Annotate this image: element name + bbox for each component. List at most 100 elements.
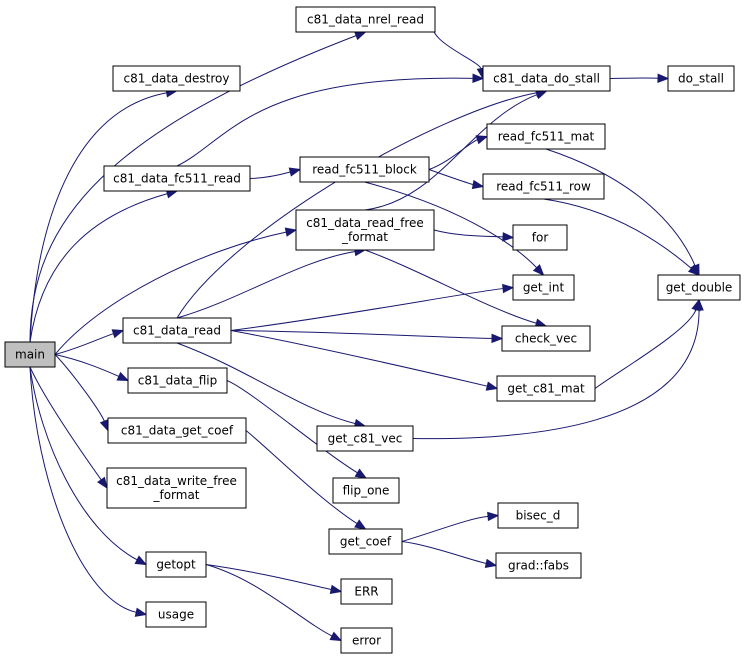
edge-line <box>545 148 696 267</box>
node-box <box>145 551 207 578</box>
node-box <box>295 209 435 251</box>
edge-get_coef_data-to-get_coef <box>245 430 367 530</box>
node-label: grad::fabs <box>508 559 569 573</box>
node-do-stall-c81[interactable]: c81_data_do_stall <box>482 65 611 92</box>
edge-line <box>176 92 538 319</box>
node-read-free[interactable]: c81_data_read_free_format <box>295 209 435 251</box>
edge-getopt-to-error <box>205 564 343 642</box>
edge-line <box>54 354 106 423</box>
node-label: c81_data_nrel_read <box>307 13 424 27</box>
node-box <box>106 467 247 509</box>
node-check-vec[interactable]: check_vec <box>501 325 591 352</box>
edge-read_free-to-check_vec <box>364 249 548 328</box>
edge-line <box>432 19 483 70</box>
edge-flip-to-flip_one <box>226 380 368 479</box>
edge-main-to-flip <box>54 354 130 382</box>
edge-data_read-to-get_int <box>230 283 515 331</box>
node-label: read_fc511_block <box>312 163 417 177</box>
edge-data_read-to-check_vec <box>230 330 504 344</box>
arrowhead-icon <box>475 135 489 145</box>
nodes-layer: mainc81_data_destroyc81_data_fc511_readc… <box>4 6 741 654</box>
node-grad-fabs[interactable]: grad::fabs <box>495 552 582 579</box>
node-box <box>512 224 568 251</box>
arrowhead-icon <box>657 73 670 83</box>
node-write-free[interactable]: c81_data_write_free_format <box>106 467 247 509</box>
edge-do_stall_c81-to-do_stall <box>609 73 670 83</box>
node-bisec-d[interactable]: bisec_d <box>497 502 579 529</box>
arrowhead-icon <box>284 227 298 237</box>
node-box <box>486 123 606 150</box>
arrowhead-icon <box>487 511 500 522</box>
node-label: c81_data_do_stall <box>493 72 600 86</box>
edge-line <box>54 231 288 355</box>
node-read-fc511-row[interactable]: read_fc511_row <box>482 173 605 200</box>
edge-get_c81_mat-to-get_double <box>594 298 701 389</box>
node-label: c81_data_write_free <box>116 474 237 488</box>
arrowhead-icon <box>354 468 368 479</box>
node-label: read_fc511_mat <box>498 130 595 144</box>
node-data-read[interactable]: c81_data_read <box>122 317 232 344</box>
node-label: get_c81_vec <box>328 432 403 446</box>
node-label: ERR <box>354 585 378 599</box>
edge-line <box>205 564 334 637</box>
edge-line <box>364 249 538 325</box>
edge-line <box>433 229 505 238</box>
node-for[interactable]: for <box>512 224 568 251</box>
node-read-fc511-mat[interactable]: read_fc511_mat <box>486 123 606 150</box>
edge-line <box>230 330 489 387</box>
node-box <box>497 502 579 529</box>
node-flip[interactable]: c81_data_flip <box>127 367 228 394</box>
edge-line <box>428 138 479 170</box>
node-label: bisec_d <box>516 509 561 523</box>
edge-line <box>249 171 292 179</box>
node-box <box>103 165 251 192</box>
node-label: c81_data_get_coef <box>121 424 234 438</box>
arrowhead-icon <box>471 179 485 190</box>
node-error[interactable]: error <box>340 627 393 654</box>
arrowhead-icon <box>354 519 367 530</box>
node-main[interactable]: main <box>4 341 56 368</box>
node-usage[interactable]: usage <box>145 601 207 628</box>
node-get-c81-vec[interactable]: get_c81_vec <box>316 425 414 452</box>
node-ERR[interactable]: ERR <box>340 578 393 605</box>
node-label: getopt <box>156 558 196 572</box>
arrowhead-icon <box>116 371 130 382</box>
node-nrel-read[interactable]: c81_data_nrel_read <box>295 6 436 33</box>
node-box <box>332 477 400 504</box>
node-getopt[interactable]: getopt <box>145 551 207 578</box>
arrowhead-icon <box>134 607 148 617</box>
edge-read_free-to-for <box>433 229 515 242</box>
node-fc511-read[interactable]: c81_data_fc511_read <box>103 165 251 192</box>
node-label: _format <box>341 230 388 244</box>
edge-line <box>364 181 538 269</box>
node-get-coef-data[interactable]: c81_data_get_coef <box>107 417 247 444</box>
arrowhead-icon <box>491 333 504 344</box>
node-get-coef[interactable]: get_coef <box>328 528 403 555</box>
arrowhead-icon <box>288 167 302 177</box>
node-label: error <box>352 634 381 648</box>
edge-getopt-to-ERR <box>205 564 343 594</box>
node-label: c81_data_read <box>133 324 221 338</box>
node-box <box>295 6 436 33</box>
edge-read_fc511_block-to-read_fc511_row <box>428 169 485 190</box>
node-get-int[interactable]: get_int <box>512 274 575 301</box>
edge-line <box>245 430 359 525</box>
edge-line <box>364 93 539 211</box>
node-box <box>316 425 414 452</box>
edge-line <box>176 250 357 319</box>
node-box <box>4 341 56 368</box>
arrowhead-icon <box>502 232 515 242</box>
node-read-fc511-block[interactable]: read_fc511_block <box>299 156 430 183</box>
edge-line <box>230 330 494 339</box>
node-box <box>107 417 247 444</box>
edge-line <box>176 342 357 425</box>
node-get-double[interactable]: get_double <box>657 274 741 301</box>
edge-line <box>401 541 488 565</box>
node-flip-one[interactable]: flip_one <box>332 477 400 504</box>
node-destroy[interactable]: c81_data_destroy <box>112 65 241 92</box>
node-label: c81_data_fc511_read <box>113 172 241 186</box>
node-box <box>501 325 591 352</box>
node-do-stall[interactable]: do_stall <box>667 65 735 92</box>
node-get-c81-mat[interactable]: get_c81_mat <box>496 375 596 402</box>
arrowhead-icon <box>532 264 545 276</box>
